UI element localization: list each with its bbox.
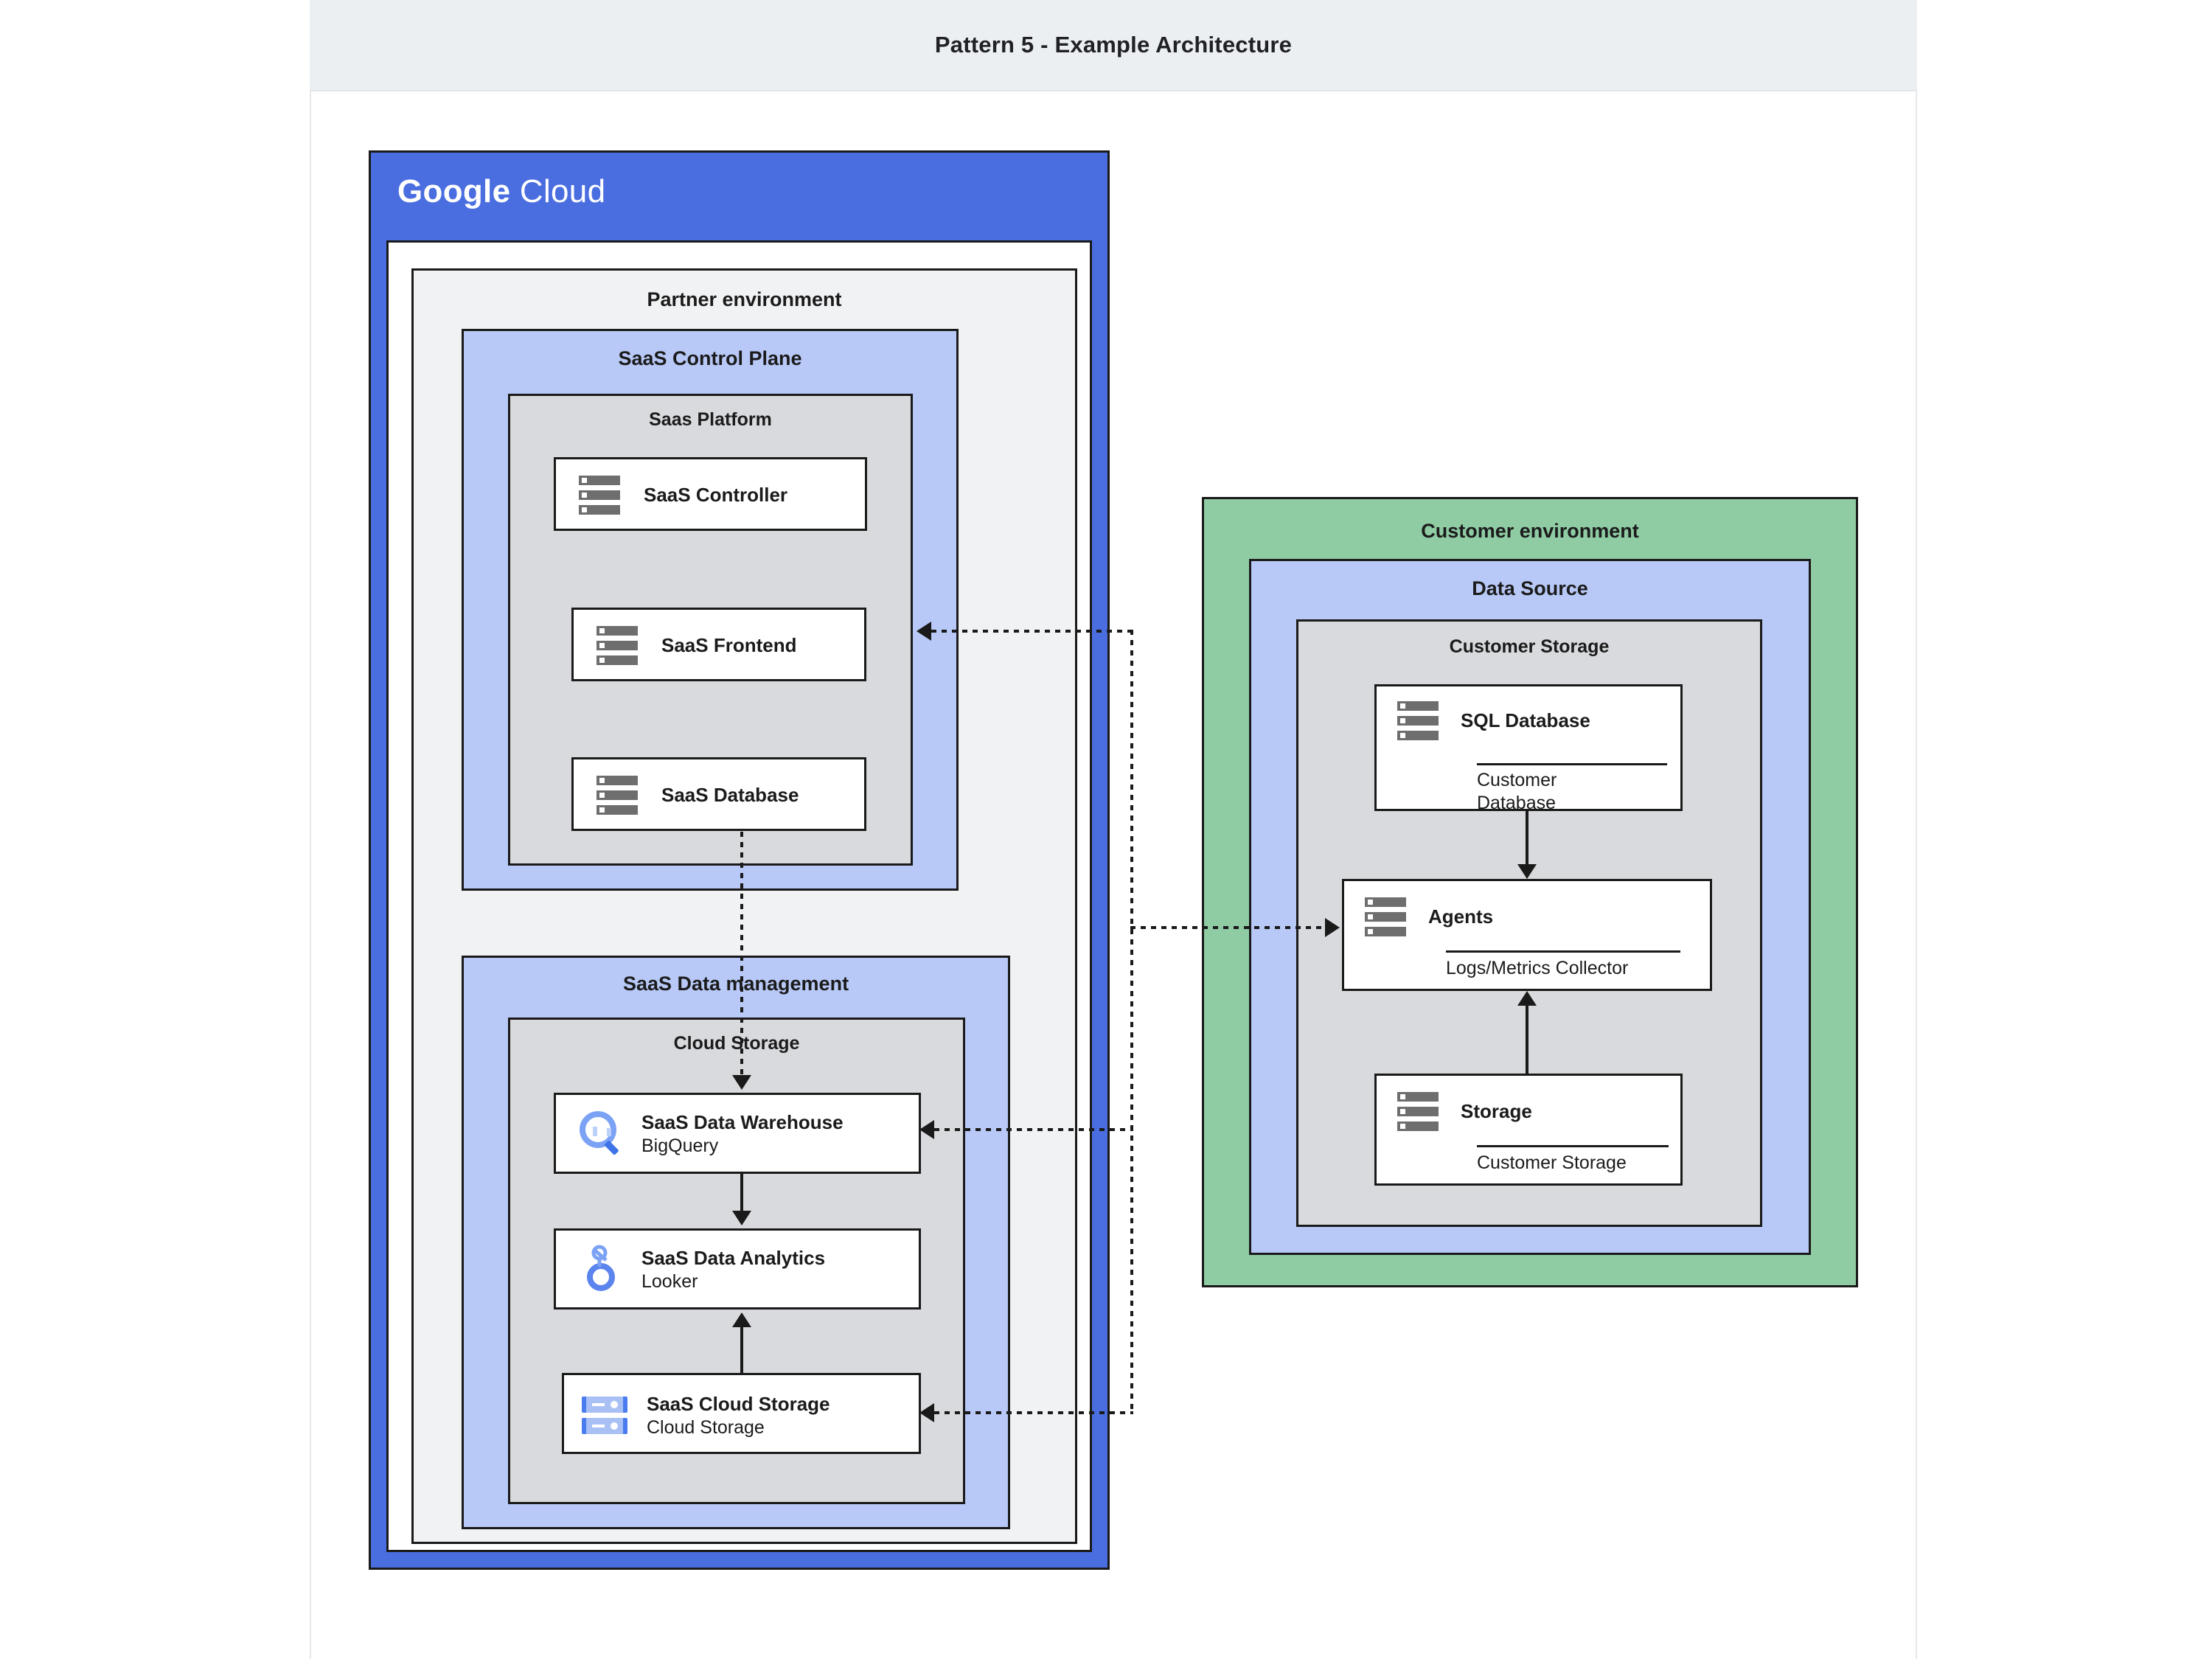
connector-arrowhead-left-data-warehouse <box>919 1120 934 1139</box>
node-storage-footer: Customer Storage <box>1477 1152 1627 1175</box>
group-title-data-source: Data Source <box>1472 577 1588 599</box>
node-saas-controller-title: SaaS Controller <box>644 484 788 507</box>
connector-arrowhead-down-analytics <box>732 1211 751 1225</box>
node-storage-footer-line1: Customer Storage <box>1477 1152 1627 1173</box>
cloud-storage-icon <box>582 1397 627 1435</box>
node-agents-footer: Logs/Metrics Collector <box>1446 957 1628 980</box>
google-cloud-logo: Google Cloud <box>397 173 605 210</box>
server-icon <box>1365 897 1406 937</box>
diagram-header: Pattern 5 - Example Architecture <box>310 0 1917 91</box>
node-agents-footer-line1: Logs/Metrics Collector <box>1446 958 1629 978</box>
connector-storage-to-agents <box>1526 1006 1528 1074</box>
connector-arrowhead-up-agents <box>1517 991 1537 1006</box>
node-saas-cloud-storage[interactable]: SaaS Cloud Storage Cloud Storage <box>562 1373 921 1454</box>
server-icon <box>1397 701 1439 741</box>
connector-arrowhead-left-cloud-storage <box>919 1403 934 1422</box>
node-saas-data-warehouse[interactable]: SaaS Data Warehouse BigQuery <box>554 1093 921 1174</box>
connector-data-warehouse-to-analytics <box>740 1174 743 1211</box>
group-title-saas-platform: Saas Platform <box>649 409 772 430</box>
node-saas-database[interactable]: SaaS Database <box>571 757 866 831</box>
node-storage-divider <box>1477 1145 1669 1147</box>
server-icon <box>597 626 638 666</box>
connector-trunk-to-saas-frontend <box>931 630 1133 633</box>
node-saas-data-warehouse-title: SaaS Data Warehouse <box>641 1111 844 1134</box>
connector-cloud-storage-to-analytics <box>740 1327 743 1373</box>
node-saas-data-analytics-subtitle: Looker <box>641 1271 698 1293</box>
node-saas-frontend-title: SaaS Frontend <box>661 634 797 657</box>
connector-saas-database-to-data-warehouse <box>740 832 743 1075</box>
node-sql-database-footer-line1: Customer <box>1477 770 1557 790</box>
node-saas-data-analytics[interactable]: SaaS Data Analytics Looker <box>554 1228 921 1310</box>
connector-arrowhead-up-analytics <box>732 1312 751 1327</box>
node-agents[interactable]: Agents Logs/Metrics Collector <box>1342 879 1712 991</box>
server-icon <box>597 776 638 815</box>
node-agents-title: Agents <box>1428 905 1494 928</box>
node-saas-data-warehouse-subtitle: BigQuery <box>641 1135 719 1157</box>
group-title-saas-data-management: SaaS Data management <box>622 973 849 995</box>
connector-arrowhead-right-agents <box>1325 918 1340 937</box>
node-saas-controller[interactable]: SaaS Controller <box>554 457 867 531</box>
node-sql-database[interactable]: SQL Database Customer Database <box>1374 684 1683 814</box>
node-saas-cloud-storage-subtitle: Cloud Storage <box>647 1416 765 1438</box>
google-cloud-logo-light: Cloud <box>519 173 606 209</box>
server-icon <box>1397 1092 1439 1132</box>
node-saas-data-analytics-title: SaaS Data Analytics <box>641 1247 826 1270</box>
group-title-cloud-storage: Cloud Storage <box>673 1033 800 1054</box>
connector-arrowhead-down-agents <box>1517 864 1537 879</box>
group-title-partner-environment: Partner environment <box>647 288 842 310</box>
looker-icon <box>577 1244 625 1296</box>
node-storage-title: Storage <box>1461 1100 1532 1123</box>
node-sql-database-footer: Customer Database <box>1477 769 1557 814</box>
node-sql-database-title: SQL Database <box>1461 709 1590 732</box>
connector-trunk-to-cloud-storage <box>934 1411 1133 1414</box>
node-storage[interactable]: Storage Customer Storage <box>1374 1074 1683 1186</box>
group-title-customer-environment: Customer environment <box>1421 520 1639 542</box>
node-saas-frontend[interactable]: SaaS Frontend <box>571 608 866 681</box>
node-agents-divider <box>1446 950 1680 953</box>
server-icon <box>579 476 620 515</box>
node-saas-database-title: SaaS Database <box>661 784 799 807</box>
connector-trunk-vertical <box>1130 630 1133 1414</box>
bigquery-icon <box>577 1108 625 1161</box>
group-title-saas-control-plane: SaaS Control Plane <box>618 347 802 369</box>
google-cloud-logo-bold: Google <box>397 173 511 209</box>
connector-arrowhead-left-saas-frontend <box>917 622 931 641</box>
connector-sql-database-to-agents <box>1526 811 1528 864</box>
node-sql-database-divider <box>1477 763 1667 765</box>
connector-arrowhead-down-data-warehouse <box>732 1075 751 1090</box>
node-saas-cloud-storage-title: SaaS Cloud Storage <box>647 1393 830 1415</box>
node-sql-database-footer-line2: Database <box>1477 792 1557 813</box>
group-title-customer-storage: Customer Storage <box>1449 636 1610 657</box>
connector-trunk-to-agents <box>1130 926 1328 929</box>
page-title: Pattern 5 - Example Architecture <box>934 32 1293 58</box>
connector-trunk-to-data-warehouse <box>934 1128 1133 1131</box>
